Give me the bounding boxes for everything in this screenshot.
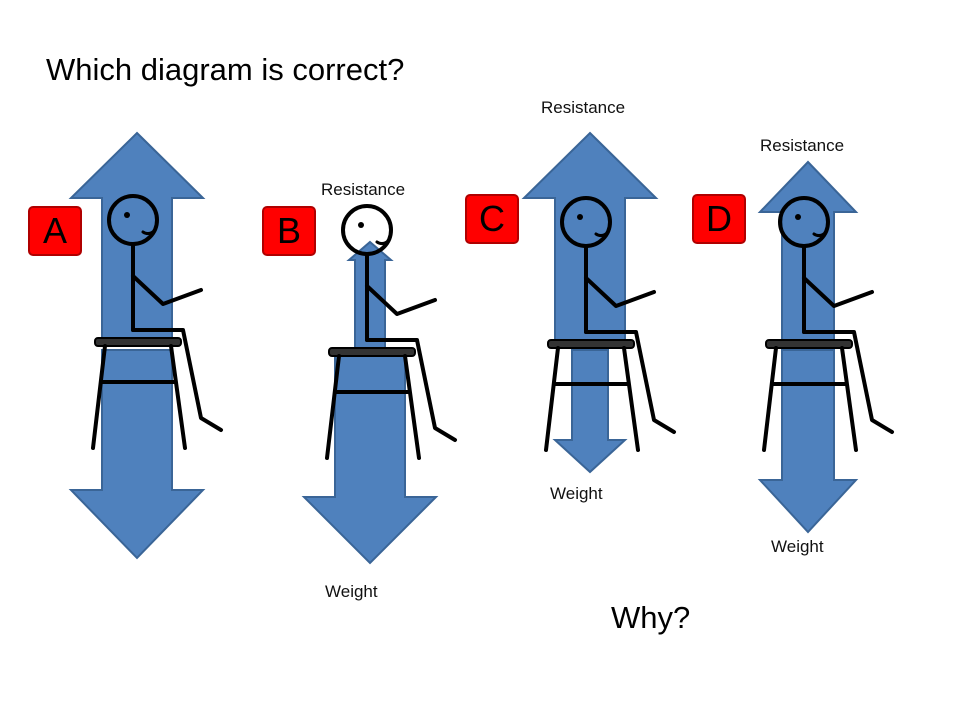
arm-line — [802, 276, 874, 308]
diagram-b-badge: B — [262, 206, 316, 256]
diagram-c-resistance-label: Resistance — [541, 98, 626, 117]
diagram-d-weight-arrow — [757, 349, 859, 534]
stool-leg-left — [762, 346, 778, 452]
eye-icon — [124, 212, 130, 218]
leg-line — [131, 328, 223, 432]
eye-icon — [358, 222, 364, 228]
diagram-b-resistance-label: Resistance — [321, 180, 406, 199]
leg-line — [584, 330, 676, 434]
diagram-b-weight-arrow — [301, 351, 439, 565]
diagram-c-badge: C — [465, 194, 519, 244]
leg-line — [802, 330, 894, 434]
diagram-d-resistance-label: Resistance — [760, 136, 845, 155]
diagram-a-resistance-arrow — [68, 131, 206, 346]
diagram-c-resistance-arrow — [521, 131, 659, 346]
stool-leg-right — [169, 344, 187, 450]
stool-seat — [328, 347, 416, 357]
leg-line — [365, 338, 457, 442]
diagram-d-badge: D — [692, 194, 746, 244]
diagram-d-resistance-arrow — [757, 160, 859, 346]
stool-seat — [547, 339, 635, 349]
stool-seat — [765, 339, 853, 349]
why-question: Why? — [611, 600, 691, 635]
eye-icon — [577, 214, 583, 220]
stool-leg-left — [91, 344, 107, 450]
arm-line — [584, 276, 656, 308]
diagram-b-weight-label: Weight — [325, 582, 378, 601]
stool-leg-right — [840, 346, 858, 452]
arm-line — [131, 274, 203, 306]
smile-icon — [812, 230, 828, 238]
diagram-b-stick-figure — [325, 204, 457, 460]
diagram-c-weight-arrow — [552, 349, 628, 474]
arm-line — [365, 284, 437, 316]
diagram-c-stick-figure — [544, 196, 676, 452]
smile-icon — [375, 238, 391, 246]
diagram-a-badge: A — [28, 206, 82, 256]
smile-icon — [141, 228, 157, 236]
question-title: Which diagram is correct? — [46, 52, 405, 87]
stool-leg-left — [544, 346, 560, 452]
stool-seat — [94, 337, 182, 347]
diagram-b-resistance-arrow — [346, 240, 394, 351]
diagram-d-stick-figure — [762, 196, 894, 452]
stool-leg-left — [325, 354, 341, 460]
eye-icon — [795, 214, 801, 220]
diagram-d-weight-label: Weight — [771, 537, 824, 556]
stool-leg-right — [622, 346, 640, 452]
diagram-a-stick-figure — [91, 194, 223, 450]
stool-leg-right — [403, 354, 421, 460]
diagram-c-weight-label: Weight — [550, 484, 603, 503]
diagram-a-weight-arrow — [68, 349, 206, 560]
smile-icon — [594, 230, 610, 238]
